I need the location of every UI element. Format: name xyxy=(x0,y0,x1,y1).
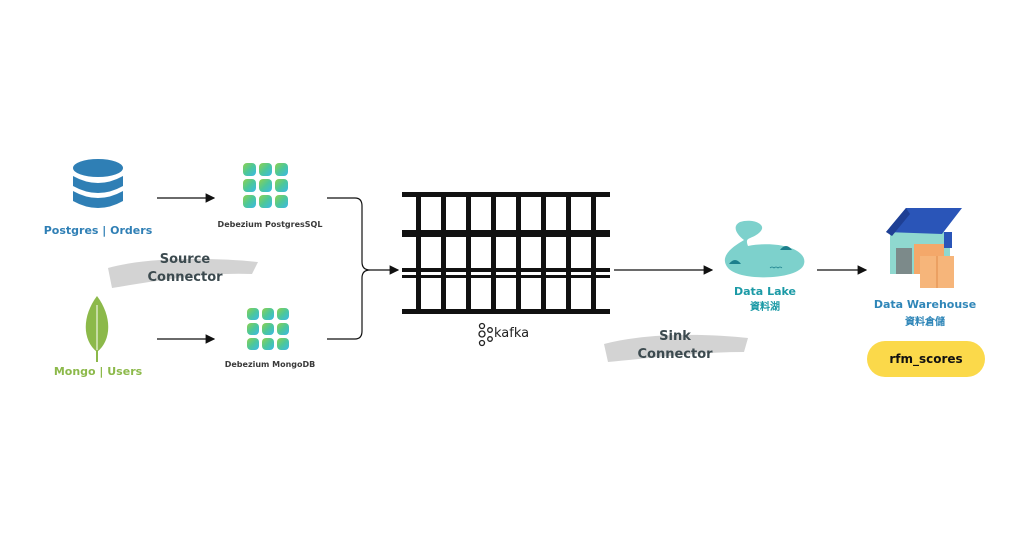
data-lake-label: Data Lake 資料湖 xyxy=(715,284,815,316)
source-connector-line2: Connector xyxy=(147,270,223,285)
data-lake-title-zh: 資料湖 xyxy=(750,302,780,313)
warehouse-icon xyxy=(886,208,962,288)
merge-bracket xyxy=(327,197,371,340)
source-postgres-label: Postgres | Orders xyxy=(43,224,153,237)
database-icon xyxy=(73,159,123,208)
kafka-icon xyxy=(478,322,493,347)
mongodb-leaf-icon xyxy=(85,296,109,362)
data-warehouse-label: Data Warehouse 資料倉儲 xyxy=(860,296,990,332)
rfm-scores-label: rfm_scores xyxy=(889,352,963,366)
data-warehouse-title: Data Warehouse xyxy=(873,298,977,311)
debezium-icon xyxy=(247,308,289,350)
kafka-topics-grid xyxy=(402,192,610,314)
source-connector-brush xyxy=(108,258,258,288)
sink-connector-line2: Connector xyxy=(637,347,713,362)
kafka-label: kafka xyxy=(494,326,530,341)
debezium-icon xyxy=(243,163,288,208)
sink-connector-brush xyxy=(604,334,748,362)
source-connector-label: Source Connector xyxy=(120,251,250,287)
source-mongo-label: Mongo | Users xyxy=(53,365,143,378)
rfm-scores-table-badge: rfm_scores xyxy=(867,341,985,377)
debezium-mongo-label: Debezium MongoDB xyxy=(224,360,316,369)
sink-connector-line1: Sink xyxy=(659,329,691,344)
debezium-postgres-label: Debezium PostgresSQL xyxy=(217,220,323,229)
data-lake-title: Data Lake xyxy=(734,285,796,298)
sink-connector-label: Sink Connector xyxy=(615,328,735,364)
data-warehouse-title-zh: 資料倉儲 xyxy=(905,317,945,328)
source-connector-line1: Source xyxy=(159,252,211,267)
data-lake-icon xyxy=(724,220,805,278)
